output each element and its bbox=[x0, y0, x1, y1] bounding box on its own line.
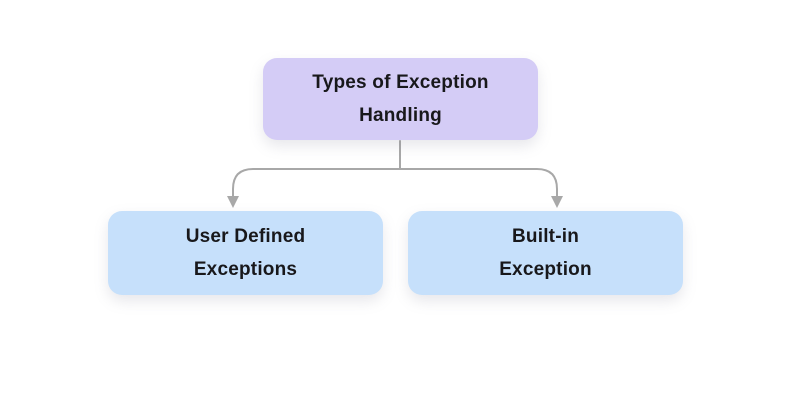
node-label-line: User Defined bbox=[185, 226, 306, 247]
node-label-line: Types of Exception bbox=[312, 72, 489, 93]
node-label-line: Exceptions bbox=[193, 259, 298, 280]
node-label-line: Built-in bbox=[511, 226, 580, 247]
node-user-defined-exceptions: User Defined Exceptions bbox=[108, 211, 383, 295]
connector-right-branch bbox=[399, 168, 558, 198]
arrow-down-icon bbox=[227, 196, 239, 208]
node-built-in-exception: Built-in Exception bbox=[408, 211, 683, 295]
connector-left-branch bbox=[232, 168, 401, 198]
node-types-of-exception-handling: Types of Exception Handling bbox=[263, 58, 538, 140]
arrow-down-icon bbox=[551, 196, 563, 208]
node-label-line: Exception bbox=[499, 259, 592, 280]
node-label-line: Handling bbox=[359, 105, 442, 126]
